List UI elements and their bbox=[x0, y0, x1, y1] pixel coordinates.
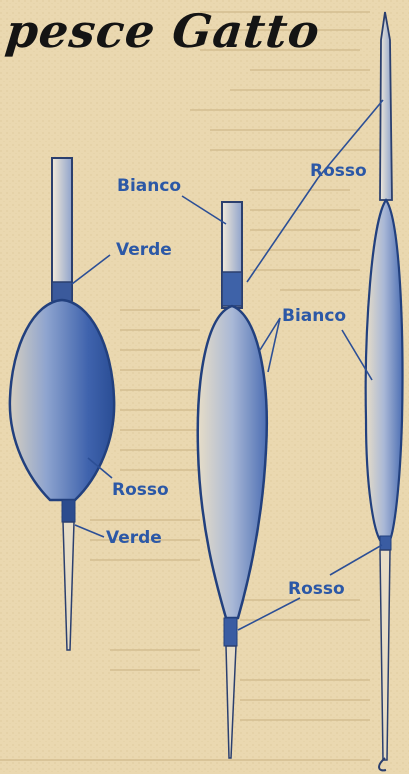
float-spindle-bottom-band bbox=[224, 618, 237, 646]
label-rosso-bottom: Rosso bbox=[288, 579, 345, 599]
page-title: pesce Gatto bbox=[3, 4, 323, 58]
float-quill-antenna bbox=[380, 12, 392, 200]
float-pear-band-bottom bbox=[62, 500, 75, 522]
float-pear-antenna bbox=[52, 158, 72, 300]
label-bianco-bodies: Bianco bbox=[282, 306, 346, 326]
label-rosso-pear: Rosso bbox=[112, 480, 169, 500]
label-rosso-top: Rosso bbox=[310, 161, 367, 181]
float-quill-bottom-band bbox=[380, 536, 391, 550]
label-bianco-antenna: Bianco bbox=[117, 176, 181, 196]
label-verde-band: Verde bbox=[116, 240, 172, 260]
float-spindle-red-band bbox=[222, 272, 242, 306]
label-verde-stem: Verde bbox=[106, 528, 162, 548]
